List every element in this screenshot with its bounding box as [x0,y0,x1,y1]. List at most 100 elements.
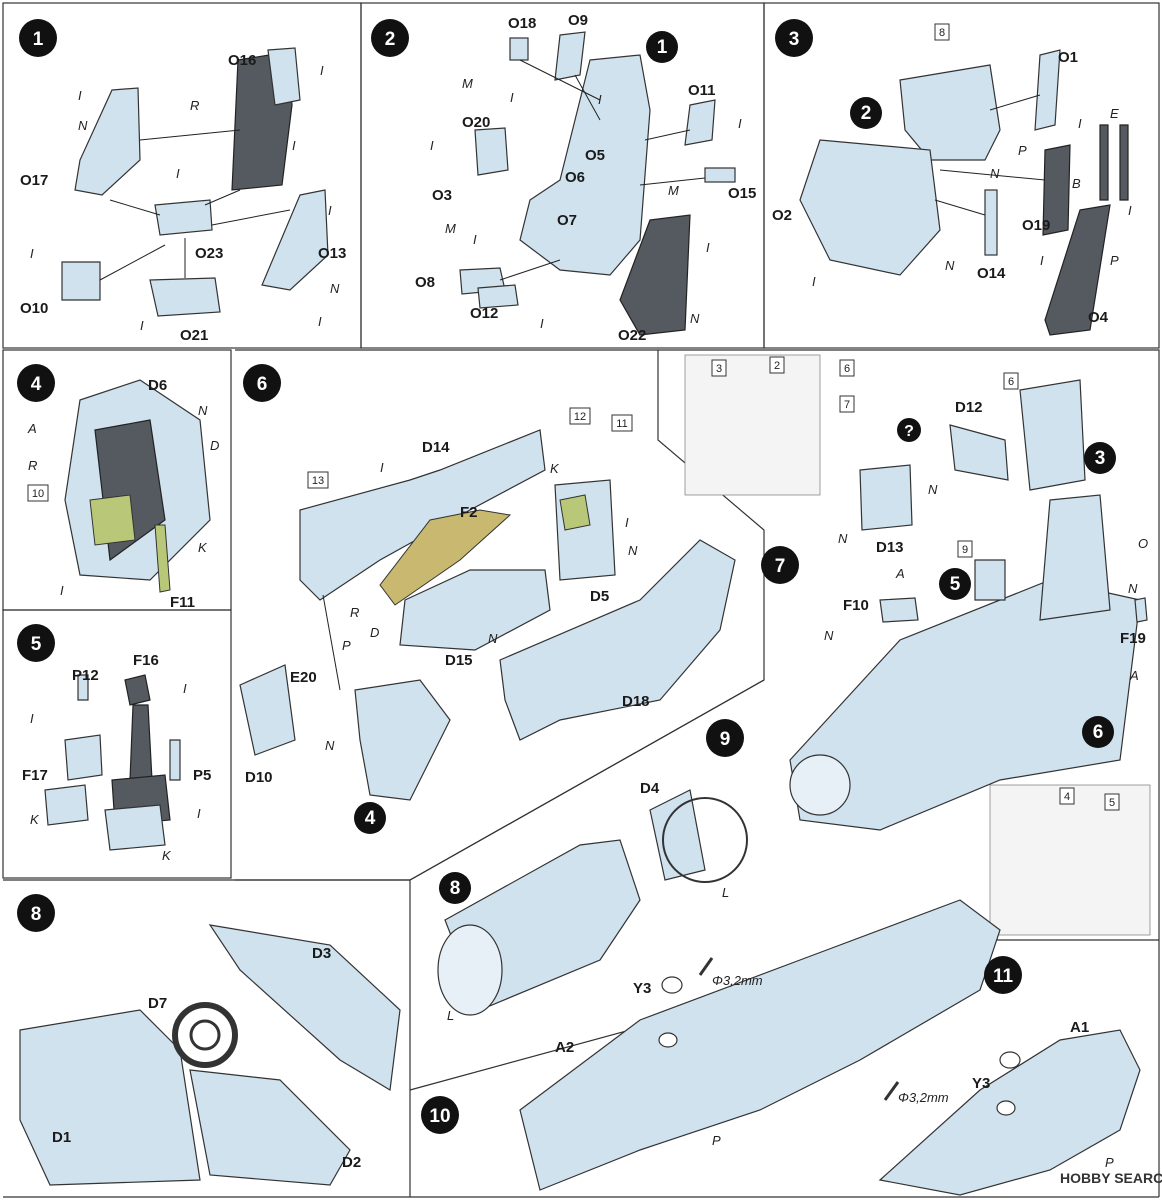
paint-code: L [722,885,729,900]
paint-code: I [328,203,332,218]
paint-code: M [462,76,473,91]
drill-size: Φ3,2mm [898,1090,949,1105]
paint-code: P [1105,1155,1114,1170]
step1-art [61,47,329,317]
question-mark: ? [904,423,914,440]
ref-box: 5 [1104,793,1120,811]
step-number: 10 [429,1106,450,1127]
part-label: O10 [20,300,48,317]
ref-box: 3 [711,359,727,377]
ref-box: 13 [307,471,329,489]
ref-box: 9 [957,540,973,558]
part-label: Y3 [972,1075,990,1092]
ref-box: 6 [1003,372,1019,390]
paint-code: B [1072,176,1081,191]
paint-code: K [30,812,40,827]
step-badge-4: 4 [17,364,55,402]
step-badge-6: 6 [243,364,281,402]
ref-box: 10 [27,484,49,502]
part-label: O12 [470,305,498,322]
part-label: F2 [460,504,478,521]
step-badge-1: 1 [19,19,57,57]
part-label: O18 [508,15,536,32]
part-label: O14 [977,265,1006,282]
step10-art [519,899,1001,1191]
paint-code: I [30,246,34,261]
paint-code: I [60,583,64,598]
y3-lens-b [999,1051,1021,1069]
paint-code: N [838,531,848,546]
paint-code: K [198,540,208,555]
part-label: D5 [590,588,609,605]
step-number: 11 [993,966,1014,987]
part-label: O20 [462,114,490,131]
ref-box: 12 [569,407,591,425]
paint-code: N [945,258,955,273]
paint-code: R [350,605,359,620]
step4-art [64,379,211,593]
paint-code: E [1110,106,1119,121]
step-number: 6 [257,374,268,395]
paint-code: I [510,90,514,105]
svg-text:11: 11 [616,418,627,430]
paint-code: I [183,681,187,696]
watermark-text: HOBBY SEARCH [1060,1170,1162,1186]
paint-code: N [488,631,498,646]
paint-code: N [824,628,834,643]
ref-box: 6 [839,359,855,377]
svg-text:2: 2 [774,360,780,372]
step-number: 4 [31,374,42,395]
part-label: O9 [568,12,588,29]
paint-code: I [1128,203,1132,218]
part-label: O5 [585,147,605,164]
paint-code: A [1129,668,1139,683]
paint-code: I [738,116,742,131]
part-label: D12 [955,399,983,416]
paint-code: I [625,515,629,530]
part-label: D1 [52,1129,71,1146]
paint-code: I [292,138,296,153]
paint-code: I [140,318,144,333]
part-label: D10 [245,769,273,786]
paint-code: M [445,221,456,236]
paint-codes: I R I N I I I I N I I M I I I I M M I I … [27,63,1148,1170]
y3-lens-a [661,976,683,994]
part-label: F10 [843,597,869,614]
part-label: O19 [1022,217,1050,234]
paint-code: I [1078,116,1082,131]
step9-art [437,789,748,1016]
paint-code: D [370,625,379,640]
step-badge-7: 7 [761,546,799,584]
paint-code: P [712,1133,721,1148]
step-badge-10: 10 [421,1096,459,1134]
paint-code: N [325,738,335,753]
paint-code: M [668,183,679,198]
paint-code: I [318,314,322,329]
ref-badge-2: 2 [850,97,882,129]
step-badge-9: 9 [706,719,744,757]
paint-code: I [812,274,816,289]
part-label: D7 [148,995,167,1012]
ref-box: 8 [934,23,950,41]
paint-code: R [190,98,199,113]
part-label: F19 [1120,630,1146,647]
paint-code: O [1138,536,1148,551]
step7-art [789,379,1148,831]
part-label: Y3 [633,980,651,997]
step-badges: 1 2 3 4 5 6 7 8 9 10 11 1 2 4 3 5 6 8 ? [17,19,1116,1134]
ref-number: 1 [657,37,668,58]
paint-code: D [210,438,219,453]
ref-number: 5 [950,574,961,595]
step-badge-11: 11 [984,956,1022,994]
drill-bit-icon [698,957,714,976]
paint-code: I [598,92,602,107]
paint-code: N [628,543,638,558]
svg-text:13: 13 [312,475,324,487]
ref-box: 4 [1059,787,1075,805]
drill-size: Φ3,2mm [712,973,763,988]
step-badge-3: 3 [775,19,813,57]
ref-box: 2 [769,356,785,374]
svg-text:8: 8 [939,27,945,39]
ref-badge-1: 1 [646,31,678,63]
